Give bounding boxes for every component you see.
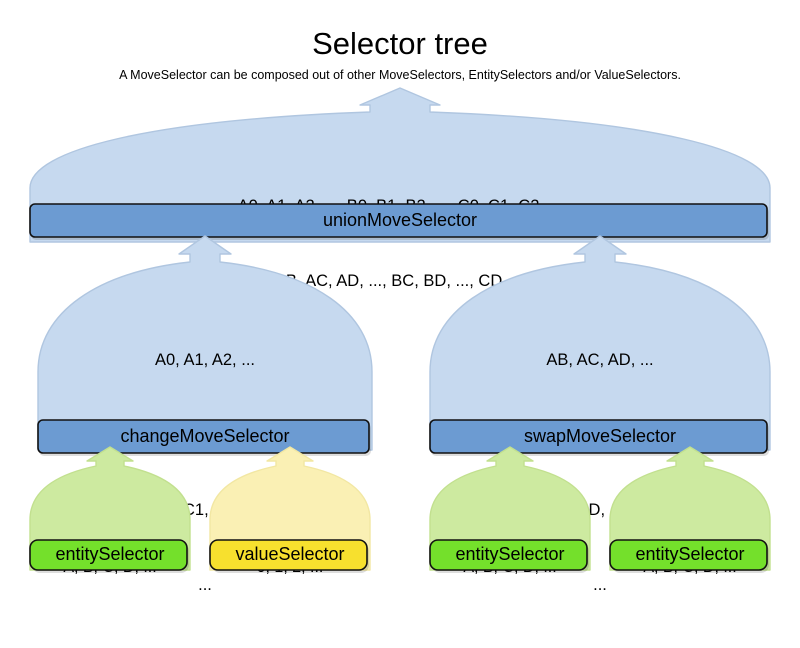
swap-bar-shape	[429, 419, 769, 456]
entity-3-bar-shape	[609, 539, 769, 573]
value-1-bar-shape	[209, 539, 369, 573]
node-change-move-selector[interactable]: A0, A1, A2, ... B0, B1, B2, ... C0, C1, …	[37, 235, 373, 594]
swap-dome-shape	[429, 235, 771, 451]
entity-2-label: entitySelector	[455, 544, 565, 564]
entity-2-bar-shape	[429, 539, 589, 573]
change-line-0: A0, A1, A2, ...	[155, 351, 255, 369]
entity-1-bar-shape	[29, 539, 189, 573]
selector-tree-diagram: Selector tree A MoveSelector can be comp…	[29, 26, 771, 594]
entity-1-label: entitySelector	[55, 544, 165, 564]
node-union-move-selector[interactable]: A0, A1, A2, ..., B0, B1, B2, ..., C0, C1…	[29, 87, 771, 290]
swap-label: swapMoveSelector	[523, 426, 677, 446]
change-line-3: ...	[198, 576, 212, 594]
page-subtitle: A MoveSelector can be composed out of ot…	[119, 68, 681, 82]
node-swap-move-selector[interactable]: AB, AC, AD, ... BC, BD, ... CD, ... ... …	[429, 235, 771, 594]
union-bar-shape	[29, 203, 769, 240]
swap-line-0: AB, AC, AD, ...	[546, 351, 654, 369]
node-value-selector-1[interactable]: 0, 1, 2, ... valueSelector	[209, 446, 371, 576]
node-entity-selector-3[interactable]: A, B, C, D, ... entitySelector	[609, 446, 771, 576]
change-dome-shape	[37, 235, 373, 451]
page-title: Selector tree	[312, 26, 488, 61]
change-label: changeMoveSelector	[120, 426, 290, 446]
node-entity-selector-2[interactable]: A, B, C, D, ... entitySelector	[429, 446, 591, 576]
value-1-label: valueSelector	[235, 544, 345, 564]
entity-3-label: entitySelector	[635, 544, 745, 564]
swap-line-3: ...	[593, 576, 607, 594]
union-label: unionMoveSelector	[322, 210, 478, 230]
node-entity-selector-1[interactable]: A, B, C, D, ... entitySelector	[29, 446, 191, 576]
